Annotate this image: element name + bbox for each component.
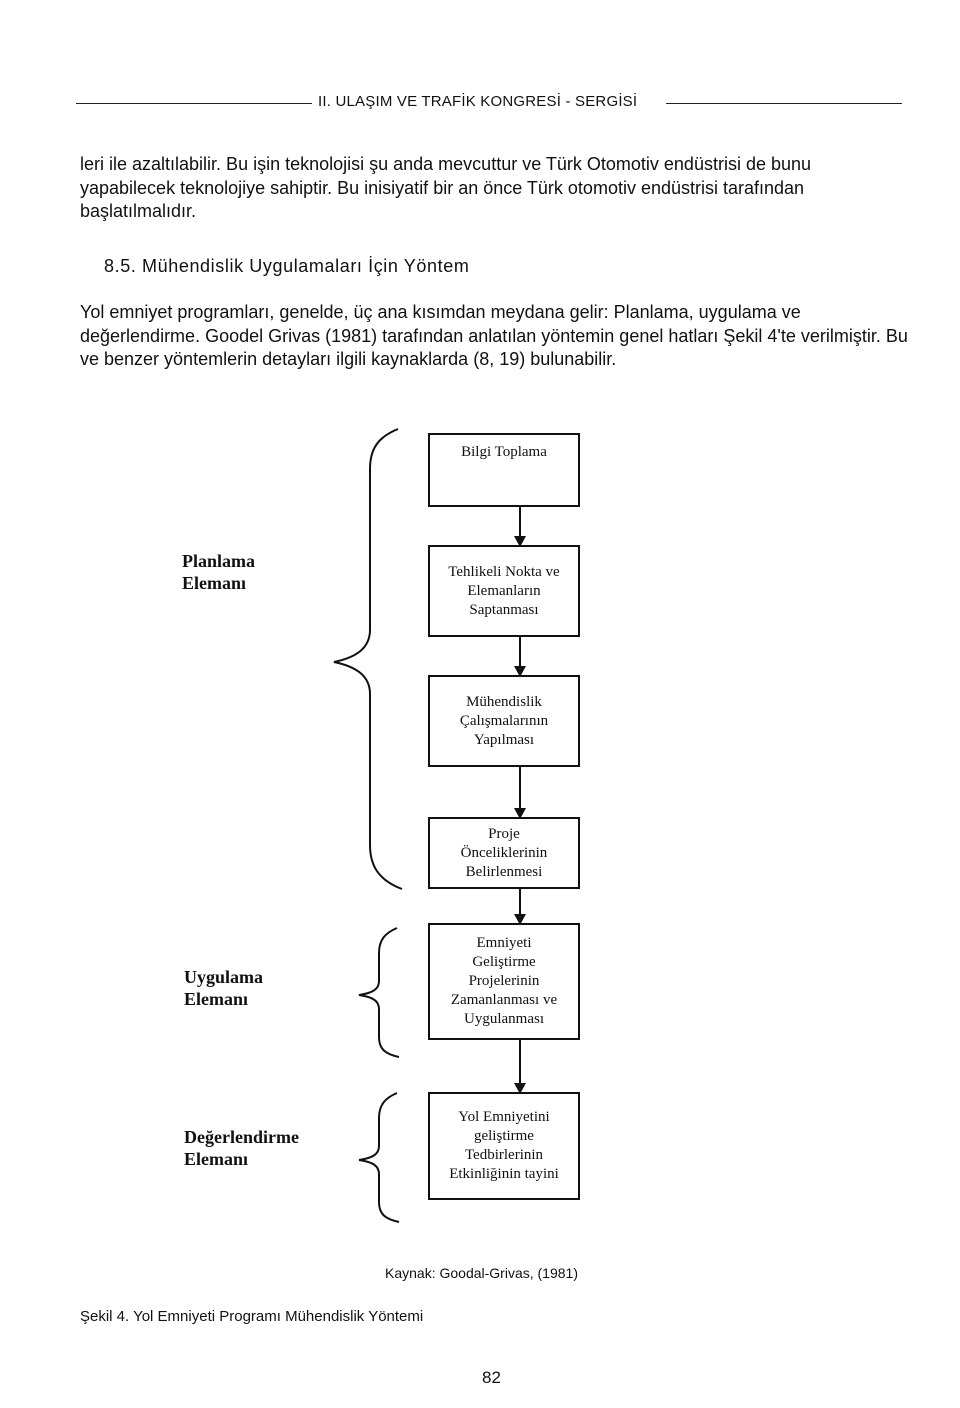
figure-caption: Şekil 4. Yol Emniyeti Programı Mühendisl… [80, 1308, 424, 1325]
paragraph-intro: leri ile azaltılabilir. Bu işin teknoloj… [80, 154, 812, 221]
box-engineering-studies: Mühendislik Çalışmalarının Yapılması [428, 675, 580, 767]
box-hazard-identification: Tehlikeli Nokta ve Elemanların Saptanmas… [428, 545, 580, 637]
label-application: Uygulama Elemanı [184, 967, 264, 1009]
box-effectiveness-evaluation: Yol Emniyetini geliştirme Tedbirlerinin … [428, 1092, 580, 1200]
box-implementation: Emniyeti Geliştirme Projelerinin Zamanla… [428, 923, 580, 1040]
connector-2 [519, 637, 521, 669]
header-rule-left [76, 103, 312, 104]
box-project-priorities: Proje Önceliklerinin Belirlenmesi [428, 817, 580, 889]
label-evaluation: Değerlendirme Elemanı [184, 1127, 299, 1169]
arrow-5 [514, 1083, 526, 1094]
box-implementation-label: Emniyeti Geliştirme Projelerinin Zamanla… [450, 935, 558, 1027]
arrow-3 [514, 808, 526, 819]
label-planning: Planlama Elemanı [182, 551, 256, 593]
connector-3 [519, 767, 521, 811]
arrow-2 [514, 666, 526, 677]
box-data-collection-label: Bilgi Toplama [461, 444, 547, 460]
evaluation-brace [358, 1092, 400, 1223]
page-number: 82 [482, 1368, 501, 1387]
figure-source: Kaynak: Goodal-Grivas, (1981) [385, 1265, 578, 1281]
running-header: II. ULAŞIM VE TRAFİK KONGRESİ - SERGİSİ [318, 93, 638, 110]
section-heading: 8.5. Mühendislik Uygulamaları İçin Yönte… [104, 256, 470, 276]
paragraph-method: Yol emniyet programları, genelde, üç ana… [80, 302, 908, 369]
arrow-1 [514, 536, 526, 547]
box-hazard-identification-label: Tehlikeli Nokta ve Elemanların Saptanmas… [448, 563, 560, 618]
box-data-collection: Bilgi Toplama [428, 433, 580, 507]
arrow-4 [514, 914, 526, 925]
box-project-priorities-label: Proje Önceliklerinin Belirlenmesi [460, 825, 548, 880]
box-engineering-studies-label: Mühendislik Çalışmalarının Yapılması [459, 693, 549, 748]
header-rule-right [666, 103, 902, 104]
box-effectiveness-evaluation-label: Yol Emniyetini geliştirme Tedbirlerinin … [449, 1109, 559, 1182]
connector-5 [519, 1040, 521, 1086]
application-brace [358, 927, 400, 1058]
connector-4 [519, 889, 521, 917]
connector-1 [519, 507, 521, 539]
planning-brace [333, 428, 403, 890]
